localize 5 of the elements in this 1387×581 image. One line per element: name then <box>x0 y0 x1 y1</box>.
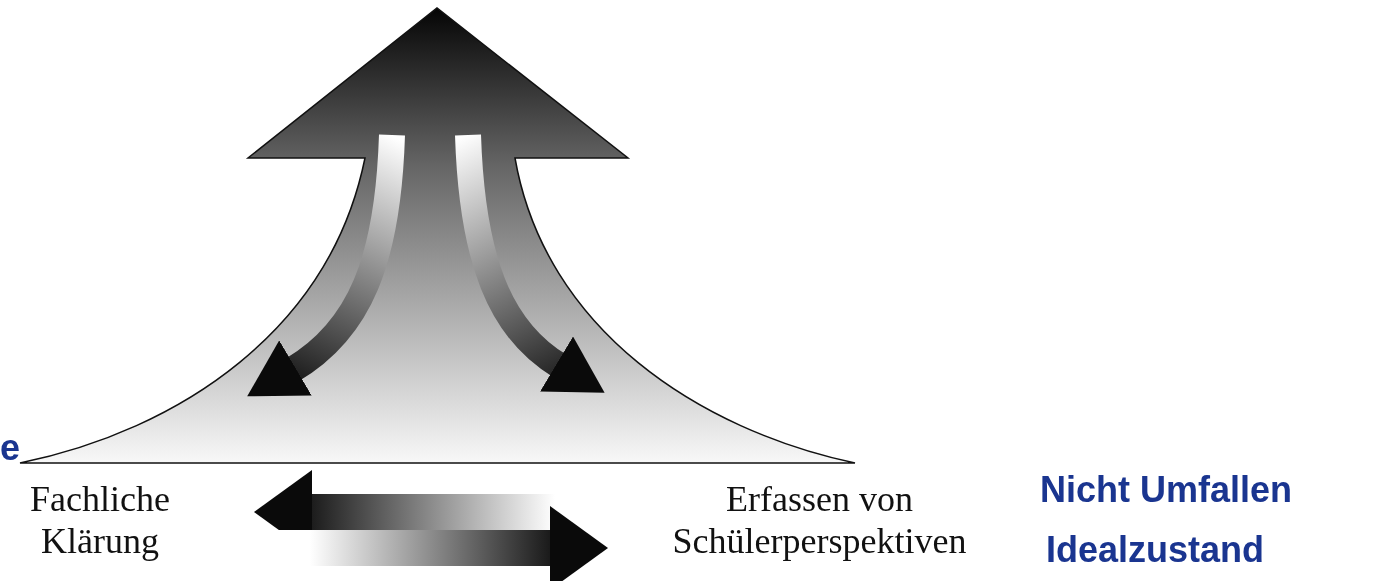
node-text: Fachliche Klärung <box>29 478 171 562</box>
note-text: e <box>0 428 21 468</box>
node-text: Erfassen von Schülerperspektiven <box>671 478 968 562</box>
note-text: Nicht Umfallen <box>1040 470 1293 510</box>
note-text: Idealzustand <box>1046 530 1265 570</box>
